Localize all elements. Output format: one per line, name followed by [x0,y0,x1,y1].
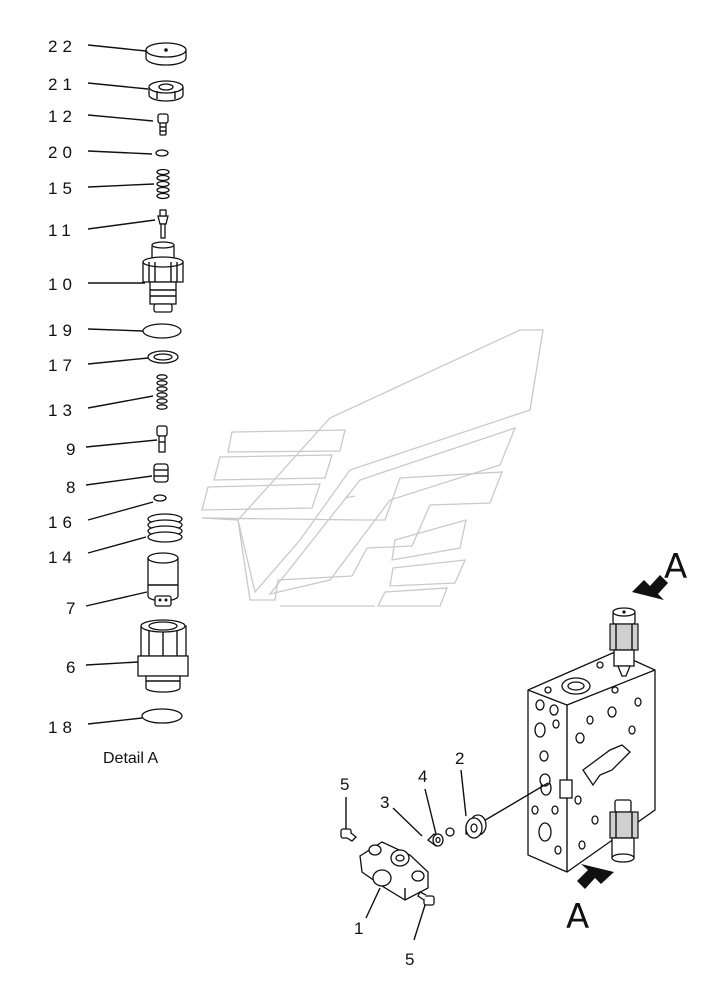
part-10-valve-body [142,241,184,313]
callout-11: 11 [48,221,76,240]
part-3-orifice [427,833,444,847]
relief-valve-top [609,607,639,677]
part-9-plunger [156,425,168,453]
part-18-o-ring [141,708,183,724]
part-7-piston [147,552,179,607]
callout-8: 8 [66,478,80,497]
callout-18: 18 [48,718,77,737]
watermark-logo [201,329,544,607]
callout-9: 9 [66,440,80,459]
part-11-poppet [157,209,169,239]
assembly-callouts: 5 4 2 3 1 5 [340,749,469,969]
callout-10: 10 [48,275,77,294]
callout-4: 4 [418,767,432,786]
part-13-spring [156,374,168,410]
relief-valve-bottom [609,799,639,863]
part-15-spring [156,168,170,200]
valve-block-assembly [527,607,656,873]
callout-13: 13 [48,401,77,420]
part-17-backup-ring [147,350,179,364]
part-2-seal [465,814,487,839]
callout-19: 19 [48,321,77,340]
view-arrow-top: A [632,547,687,600]
callout-2: 2 [455,749,469,768]
part-4-ball [445,827,455,837]
callout-15: 15 [48,179,77,198]
detail-a-parts [137,42,189,724]
part-5-bolt-lower [417,891,435,906]
part-12-screw [157,113,169,136]
view-arrow-bottom: A [566,864,614,937]
callout-16: 16 [48,513,77,532]
callout-21: 21 [48,75,77,94]
callout-7: 7 [66,599,80,618]
callout-12: 12 [48,107,77,126]
part-1-cover [359,841,429,901]
callout-6: 6 [66,658,80,677]
part-22-cap [145,42,187,66]
part-16-ring [153,494,167,502]
view-label-top: A [664,547,687,587]
callout-14: 14 [48,548,77,567]
part-6-housing [137,619,189,693]
assembly-exploded-parts [340,769,549,941]
detail-callouts: 22 21 12 20 15 11 10 19 17 13 9 8 16 14 … [48,37,158,737]
callout-17: 17 [48,356,77,375]
part-8-sleeve [153,463,169,483]
part-5-bolt-upper [340,828,357,842]
part-21-nut [148,80,184,102]
callout-22: 22 [48,37,77,56]
callout-20: 20 [48,143,77,162]
view-label-bottom: A [566,897,589,937]
part-14-spring [147,513,183,543]
part-20-o-ring [155,149,169,157]
detail-caption: Detail A [103,750,158,767]
callout-5-upper: 5 [340,775,354,794]
callout-3: 3 [380,793,394,812]
callout-1: 1 [354,919,368,938]
part-19-o-ring [142,323,182,339]
callout-5-lower: 5 [405,950,419,969]
